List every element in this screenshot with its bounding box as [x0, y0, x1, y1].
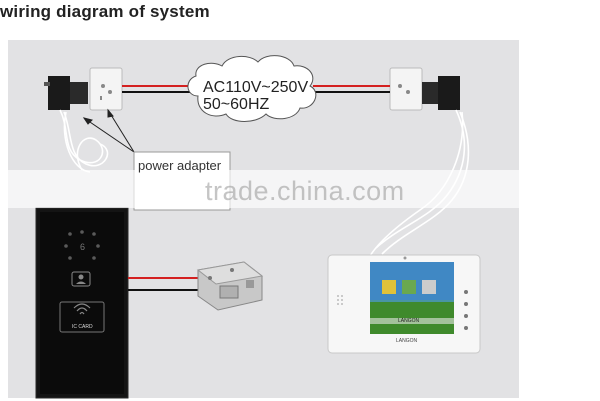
- watermark: trade.china.com: [205, 176, 405, 206]
- wall-socket-right: [389, 67, 423, 111]
- screen-brand: LANGON: [398, 318, 420, 324]
- power-adapter-label: power adapter: [138, 158, 222, 173]
- plug-adapter-right: [422, 76, 460, 110]
- voltage-label: AC110V~250V: [203, 79, 309, 96]
- callout-arrows: [82, 108, 135, 153]
- frequency-label: 50~60HZ: [203, 96, 270, 113]
- mains-wires: [122, 85, 390, 93]
- adapter-cable-left: [59, 109, 109, 173]
- voltage-cloud: [187, 55, 317, 122]
- plug-adapter-left: [44, 76, 88, 110]
- svg-text:6: 6: [80, 242, 85, 252]
- watermark-band: [0, 170, 600, 208]
- bezel-brand: LANGON: [396, 338, 418, 344]
- door-station: 6: [35, 207, 129, 399]
- wall-socket-left: [89, 67, 123, 111]
- lock-wires: [128, 277, 200, 291]
- electric-lock: [196, 261, 264, 311]
- ic-card-label: IC CARD: [72, 324, 93, 330]
- diagram-title: wiring diagram of system: [0, 2, 210, 21]
- indoor-monitor: [327, 254, 481, 354]
